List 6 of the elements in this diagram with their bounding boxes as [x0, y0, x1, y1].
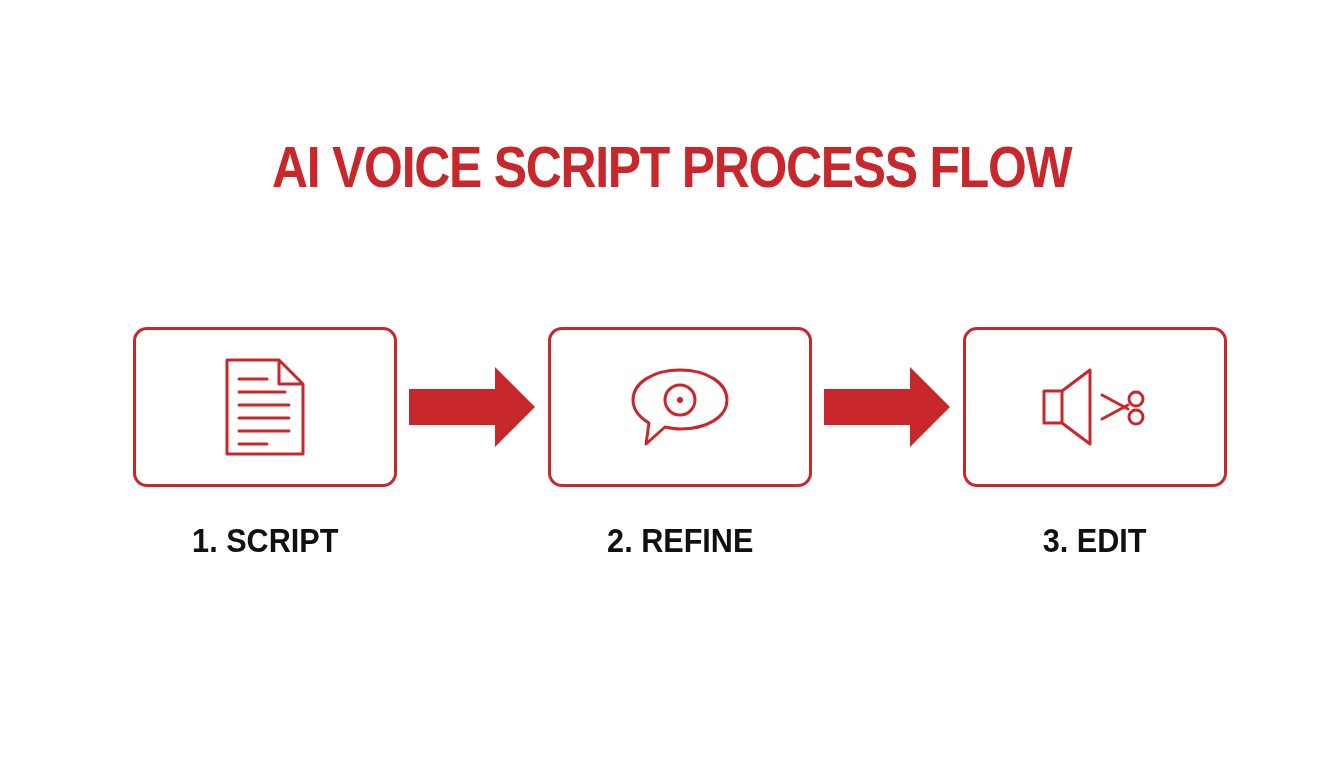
step-label: 3. EDIT [1043, 523, 1147, 557]
step-label: 1. SCRIPT [191, 523, 339, 557]
arrow [409, 367, 535, 447]
arrow [824, 367, 950, 447]
title: AI VOICE SCRIPT PROCESS FLOW [272, 138, 1072, 196]
step-label: 2. REFINE [606, 523, 754, 557]
